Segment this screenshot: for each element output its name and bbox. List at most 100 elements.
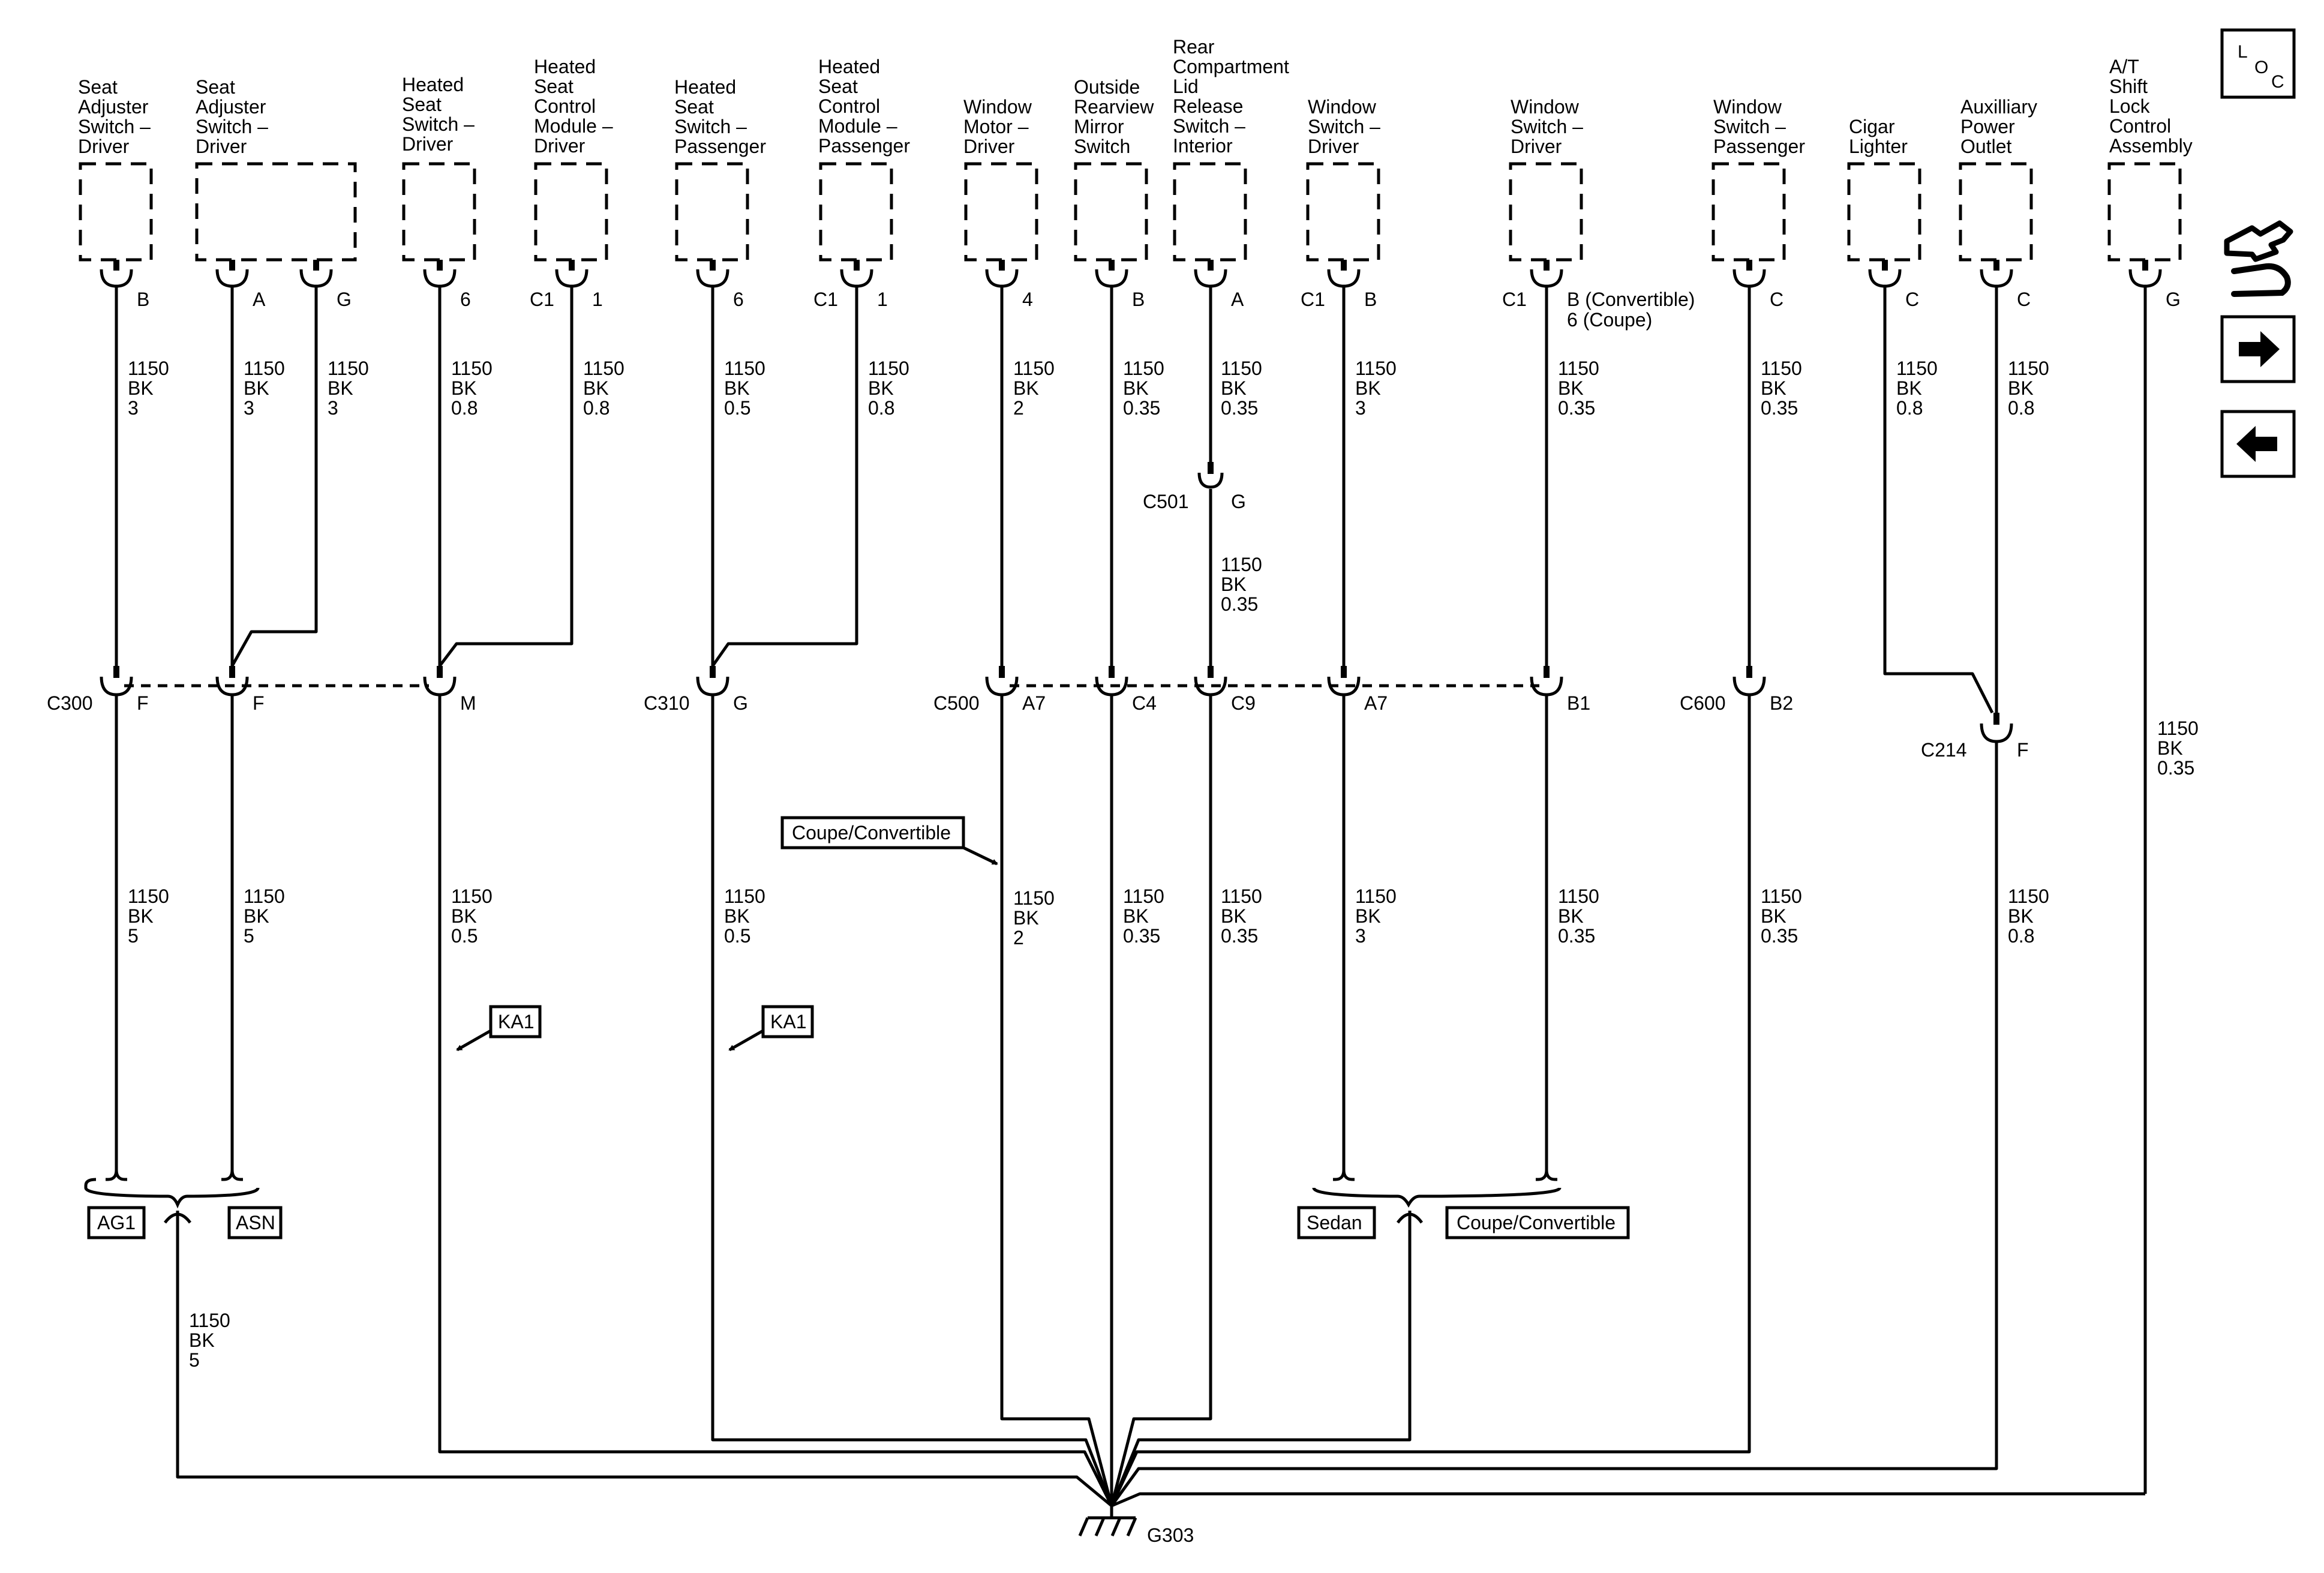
option-tag: KA1 xyxy=(770,1011,806,1032)
pin-label: 1 xyxy=(592,289,603,310)
option-tag: ASN xyxy=(236,1212,275,1233)
inline-connector-cup xyxy=(100,666,133,697)
inline-connector-cup xyxy=(1980,713,2013,743)
pin-label: G xyxy=(337,289,352,310)
inline-connector-cup xyxy=(985,666,1019,697)
pin-label: A xyxy=(1231,289,1244,310)
option-tag: AG1 xyxy=(97,1212,136,1233)
connector-name: C310 xyxy=(644,692,690,714)
component-box xyxy=(675,162,749,262)
component-box xyxy=(195,162,357,262)
right-arrow-icon xyxy=(2239,331,2280,367)
pin-cup xyxy=(1194,260,1227,288)
pin-connector-label: C1 xyxy=(1301,289,1325,310)
pin-cup xyxy=(1980,260,2013,288)
pin-connector-label: C1 xyxy=(530,289,554,310)
connector-pin: F xyxy=(137,692,149,714)
pin-cup xyxy=(840,260,873,288)
component-boxes xyxy=(79,162,2182,262)
component-box xyxy=(964,162,1038,262)
next-page-button[interactable] xyxy=(2220,315,2296,383)
pin-connector-label: C1 xyxy=(813,289,838,310)
left-arrow-icon xyxy=(2236,426,2277,462)
pin-cup xyxy=(215,260,249,288)
wire xyxy=(1110,695,1212,1506)
option-tag: Sedan xyxy=(1307,1212,1362,1233)
wire xyxy=(1110,695,1751,1507)
connector-pin: F xyxy=(2017,739,2029,761)
inline-connector-cup xyxy=(1530,666,1563,697)
pin-connector-label: C1 xyxy=(1502,289,1527,310)
connector-pin: F xyxy=(253,692,265,714)
pin-label: C xyxy=(1905,289,1919,310)
pin-label: A xyxy=(253,289,266,310)
connector-name: C214 xyxy=(1921,739,1967,761)
connector-pin: G xyxy=(733,692,748,714)
pin-label: C xyxy=(2017,289,2031,310)
pin-label: 4 xyxy=(1022,289,1033,310)
loc-letter: O xyxy=(2254,58,2268,77)
connector-wrench-icon[interactable] xyxy=(2224,220,2293,297)
loc-letter: L xyxy=(2238,42,2248,62)
pin-cup xyxy=(1733,260,1766,288)
pin-label: B xyxy=(1132,289,1145,310)
component-box xyxy=(1847,162,1921,262)
location-view-button[interactable]: L O C xyxy=(2220,28,2296,99)
connector-pin: M xyxy=(460,692,476,714)
component-box xyxy=(1712,162,1786,262)
wire xyxy=(711,695,1113,1506)
pin-cup xyxy=(1095,260,1128,288)
connector-name: C300 xyxy=(47,692,93,714)
inline-connector-cup xyxy=(1733,666,1766,697)
pin-cup xyxy=(1327,260,1361,288)
connector-pin: A7 xyxy=(1364,692,1388,714)
connector-name: C600 xyxy=(1680,692,1726,714)
wire xyxy=(1883,286,1994,714)
pin-label: 1 xyxy=(877,289,888,310)
inline-connector-cup xyxy=(1194,666,1227,697)
inline-connector-cup xyxy=(696,666,729,697)
option-callouts: Coupe/Convertible KA1 KA1 xyxy=(456,816,998,1052)
component-box xyxy=(534,162,608,262)
option-tag: Coupe/Convertible xyxy=(792,822,951,843)
inline-connector-labels: C300 F F M C310 G C500 A7 C4 C9 A7 B1 C6… xyxy=(47,692,2029,761)
nav-panel: L O C xyxy=(2220,28,2296,478)
inline-connector-cup xyxy=(1327,666,1361,697)
pin-cup xyxy=(555,260,588,288)
component-box xyxy=(79,162,153,262)
component-box xyxy=(819,162,893,262)
lower-wires xyxy=(115,695,2145,1508)
pin-cup xyxy=(1530,260,1563,288)
ground-label: G303 xyxy=(1147,1524,1194,1546)
previous-page-button[interactable] xyxy=(2220,410,2296,478)
loc-letter: C xyxy=(2271,72,2284,92)
